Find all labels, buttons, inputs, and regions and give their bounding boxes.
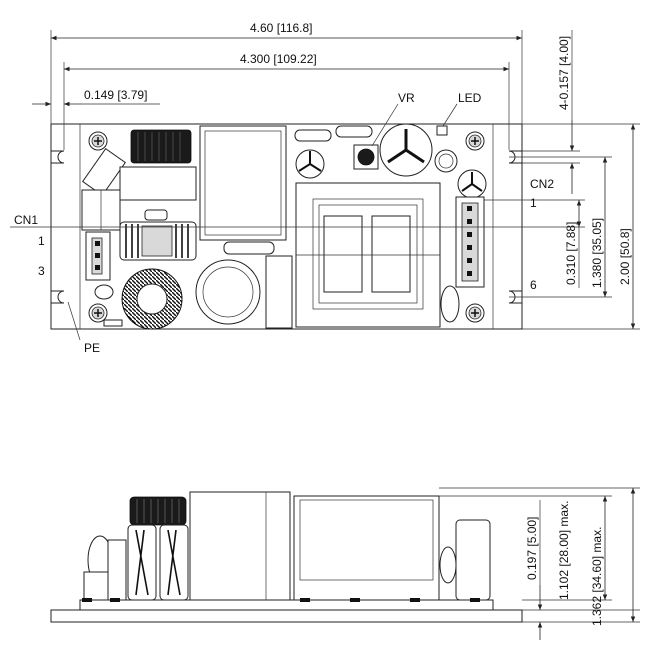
label-cn1-pin-last: 3 bbox=[38, 264, 45, 278]
label-cn2-pin-last: 6 bbox=[530, 278, 537, 292]
dim-standoff: 0.197 [5.00] bbox=[525, 517, 539, 580]
label-led: LED bbox=[458, 91, 482, 105]
toroid-inductor bbox=[121, 268, 183, 330]
led-indicator bbox=[436, 125, 448, 136]
label-vr: VR bbox=[398, 91, 415, 105]
screw-bottom-left bbox=[88, 303, 108, 323]
label-cn2: CN2 bbox=[530, 177, 554, 191]
side-view bbox=[50, 491, 523, 623]
vr-potentiometer bbox=[353, 144, 379, 170]
fan-symbol-center bbox=[379, 123, 433, 177]
dim-overall-length: 4.60 [116.8] bbox=[250, 21, 313, 35]
bulk-capacitor bbox=[195, 259, 261, 325]
top-dimensions bbox=[32, 30, 523, 150]
fan-symbol-left bbox=[295, 149, 325, 179]
dim-component-height: 1.102 [28.00] max. bbox=[557, 501, 571, 600]
side-pcb bbox=[50, 609, 523, 623]
main-transformer bbox=[295, 182, 441, 328]
mounting-slot-bottom-left bbox=[50, 290, 65, 304]
side-transformer-block bbox=[189, 491, 291, 601]
dim-cn2-offset: 0.310 [7.88] bbox=[564, 222, 578, 285]
label-cn2-pin-first: 1 bbox=[530, 196, 537, 210]
label-cn1: CN1 bbox=[14, 213, 38, 227]
label-pe: PE bbox=[84, 341, 100, 355]
dim-total-height: 1.362 [34.60] max. bbox=[590, 527, 604, 626]
right-dimensions bbox=[484, 30, 640, 330]
dim-overall-width: 2.00 [50.8] bbox=[618, 228, 632, 285]
screw-top-left bbox=[88, 131, 108, 151]
side-dimensions bbox=[439, 487, 640, 640]
dim-hole-pitch-y: 1.380 [35.05] bbox=[590, 218, 604, 288]
leader-lines bbox=[67, 103, 458, 341]
mounting-slot-top-left bbox=[50, 150, 65, 164]
common-mode-choke bbox=[130, 129, 192, 164]
dim-hole-offset: 0.149 [3.79] bbox=[84, 88, 147, 102]
dim-hole-pitch-x: 4.300 [109.22] bbox=[240, 52, 317, 66]
screw-top-right bbox=[465, 131, 485, 151]
label-cn1-pin-first: 1 bbox=[38, 234, 45, 248]
dim-hole-spec: 4-0.157 [4.00] bbox=[557, 36, 571, 110]
top-view bbox=[10, 123, 530, 330]
transformer-block bbox=[199, 125, 287, 241]
fan-symbol-right bbox=[457, 169, 487, 199]
side-main-transformer bbox=[293, 495, 440, 601]
screw-bottom-right bbox=[465, 303, 485, 323]
